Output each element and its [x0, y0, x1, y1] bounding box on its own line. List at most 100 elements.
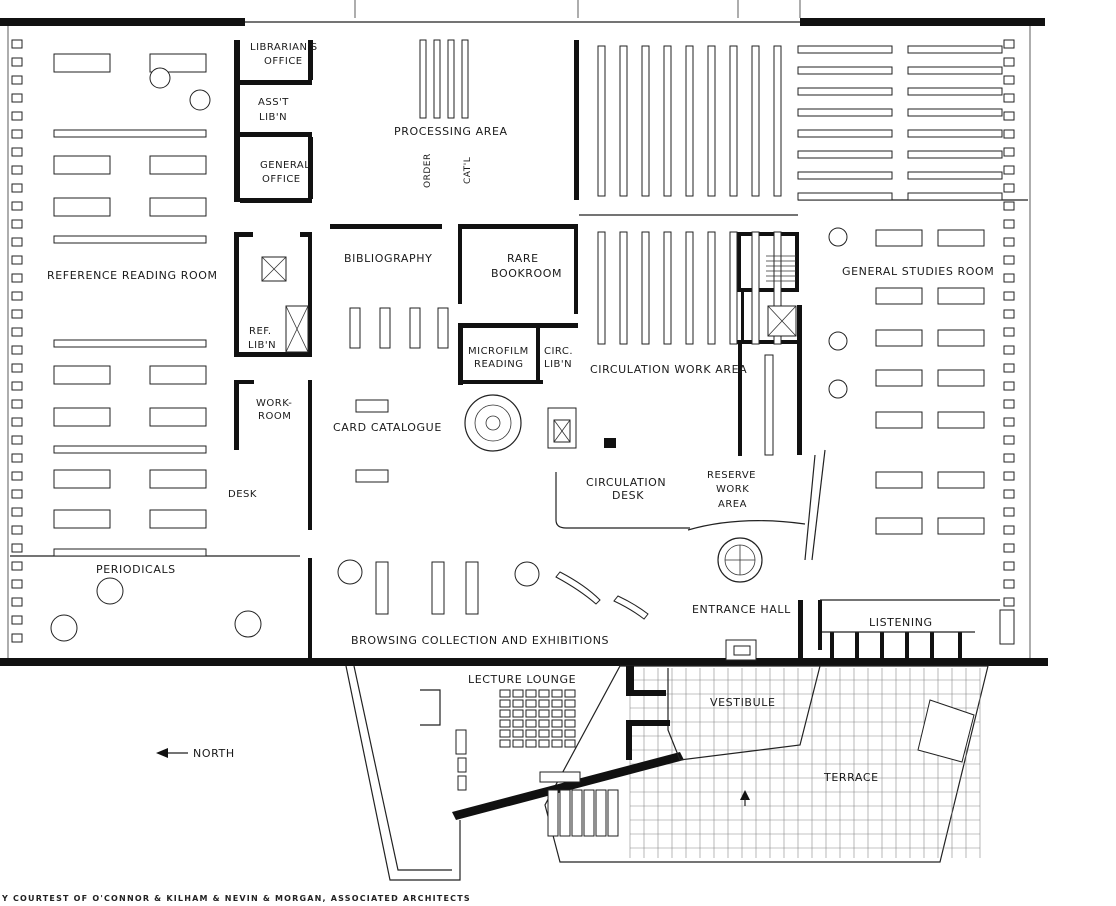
reading-table — [53, 197, 111, 217]
window-bay — [1003, 435, 1015, 445]
seat — [538, 699, 550, 708]
seat — [551, 689, 563, 698]
stack-range — [663, 45, 672, 197]
reading-table — [937, 369, 985, 387]
window-bay — [11, 597, 23, 607]
window-bay — [11, 129, 23, 139]
window-bay — [1003, 525, 1015, 535]
window-bay — [11, 363, 23, 373]
label-bibliography: BIBLIOGRAPHY — [344, 252, 432, 265]
window-bay — [11, 291, 23, 301]
reading-table — [937, 329, 985, 347]
label-circulation-desk-2: DESK — [612, 489, 644, 502]
stack-range — [619, 45, 628, 197]
label-catl: CAT'L — [463, 157, 473, 184]
window-bay — [11, 57, 23, 67]
seat — [564, 699, 576, 708]
catalogue-cabinet — [379, 307, 391, 349]
shelf-range — [53, 129, 207, 138]
label-processing-area: PROCESSING AREA — [394, 125, 508, 138]
window-bay — [1003, 273, 1015, 283]
window-bay — [11, 561, 23, 571]
window-bay — [1003, 111, 1015, 121]
label-microfilm: MICROFILM — [468, 346, 529, 357]
seat — [525, 729, 537, 738]
window-bay — [1003, 417, 1015, 427]
window-bay — [11, 525, 23, 535]
stack-range — [729, 231, 738, 345]
lower-wing — [345, 665, 989, 881]
seat — [551, 719, 563, 728]
shelf-range — [53, 548, 207, 557]
stack-range — [907, 108, 1003, 117]
right-facade-bays — [1003, 39, 1015, 643]
window-bay — [11, 111, 23, 121]
stack-range — [797, 150, 893, 159]
seat — [512, 739, 524, 748]
reading-table — [149, 197, 207, 217]
reading-table — [937, 229, 985, 247]
catalogue-cabinet — [437, 307, 449, 349]
reading-table — [875, 287, 923, 305]
label-bookroom: BOOKROOM — [491, 267, 562, 280]
reading-table — [53, 469, 111, 489]
label-reserve-3: AREA — [718, 499, 747, 510]
window-bay — [1003, 345, 1015, 355]
stack-range — [447, 39, 455, 119]
label-rare: RARE — [507, 252, 539, 265]
stack-range — [797, 192, 893, 201]
stack-range — [907, 129, 1003, 138]
seat — [499, 699, 511, 708]
window-bay — [11, 453, 23, 463]
seat — [551, 709, 563, 718]
stack-range — [707, 45, 716, 197]
window-bay — [1003, 579, 1015, 589]
stack-range — [907, 87, 1003, 96]
window-bay — [11, 165, 23, 175]
stack-range — [419, 39, 427, 119]
stack-range — [797, 108, 893, 117]
window-bay — [11, 147, 23, 157]
seat — [525, 719, 537, 728]
window-bay — [11, 75, 23, 85]
reading-table — [937, 517, 985, 535]
stack-range — [619, 231, 628, 345]
window-bay — [1003, 165, 1015, 175]
window-bay — [1003, 93, 1015, 103]
window-bay — [1003, 183, 1015, 193]
label-circ-libn-2: LIB'N — [544, 359, 572, 370]
reading-table — [149, 155, 207, 175]
window-bay — [1003, 57, 1015, 67]
stack-range — [797, 66, 893, 75]
stack-range — [773, 45, 782, 197]
label-circulation-work-area: CIRCULATION WORK AREA — [590, 363, 747, 376]
reading-table — [875, 411, 923, 429]
display-case — [431, 561, 445, 615]
label-browsing: BROWSING COLLECTION AND EXHIBITIONS — [351, 634, 609, 647]
stack-range — [597, 231, 606, 345]
stack-range — [707, 231, 716, 345]
window-bay — [11, 237, 23, 247]
reading-tables — [53, 53, 985, 615]
label-librarians-office-2: OFFICE — [264, 56, 303, 67]
label-ref-libn: REF. — [249, 326, 272, 337]
label-librarians-office: LIBRARIAN'S — [250, 42, 318, 53]
seat — [499, 709, 511, 718]
seat — [551, 729, 563, 738]
step — [559, 789, 571, 837]
catalogue-cabinet — [355, 399, 389, 413]
reading-table — [53, 53, 111, 73]
stack-range — [751, 45, 760, 197]
seat — [512, 689, 524, 698]
seat — [564, 689, 576, 698]
book-stacks — [53, 39, 1003, 557]
seat — [499, 689, 511, 698]
display-case — [465, 561, 479, 615]
stack-range — [729, 45, 738, 197]
label-reference-reading-room: REFERENCE READING ROOM — [47, 269, 218, 282]
shelf-range — [53, 339, 207, 348]
step — [595, 789, 607, 837]
label-vestibule: VESTIBULE — [710, 696, 776, 709]
window-bay — [11, 417, 23, 427]
listening-booths — [725, 609, 1015, 661]
